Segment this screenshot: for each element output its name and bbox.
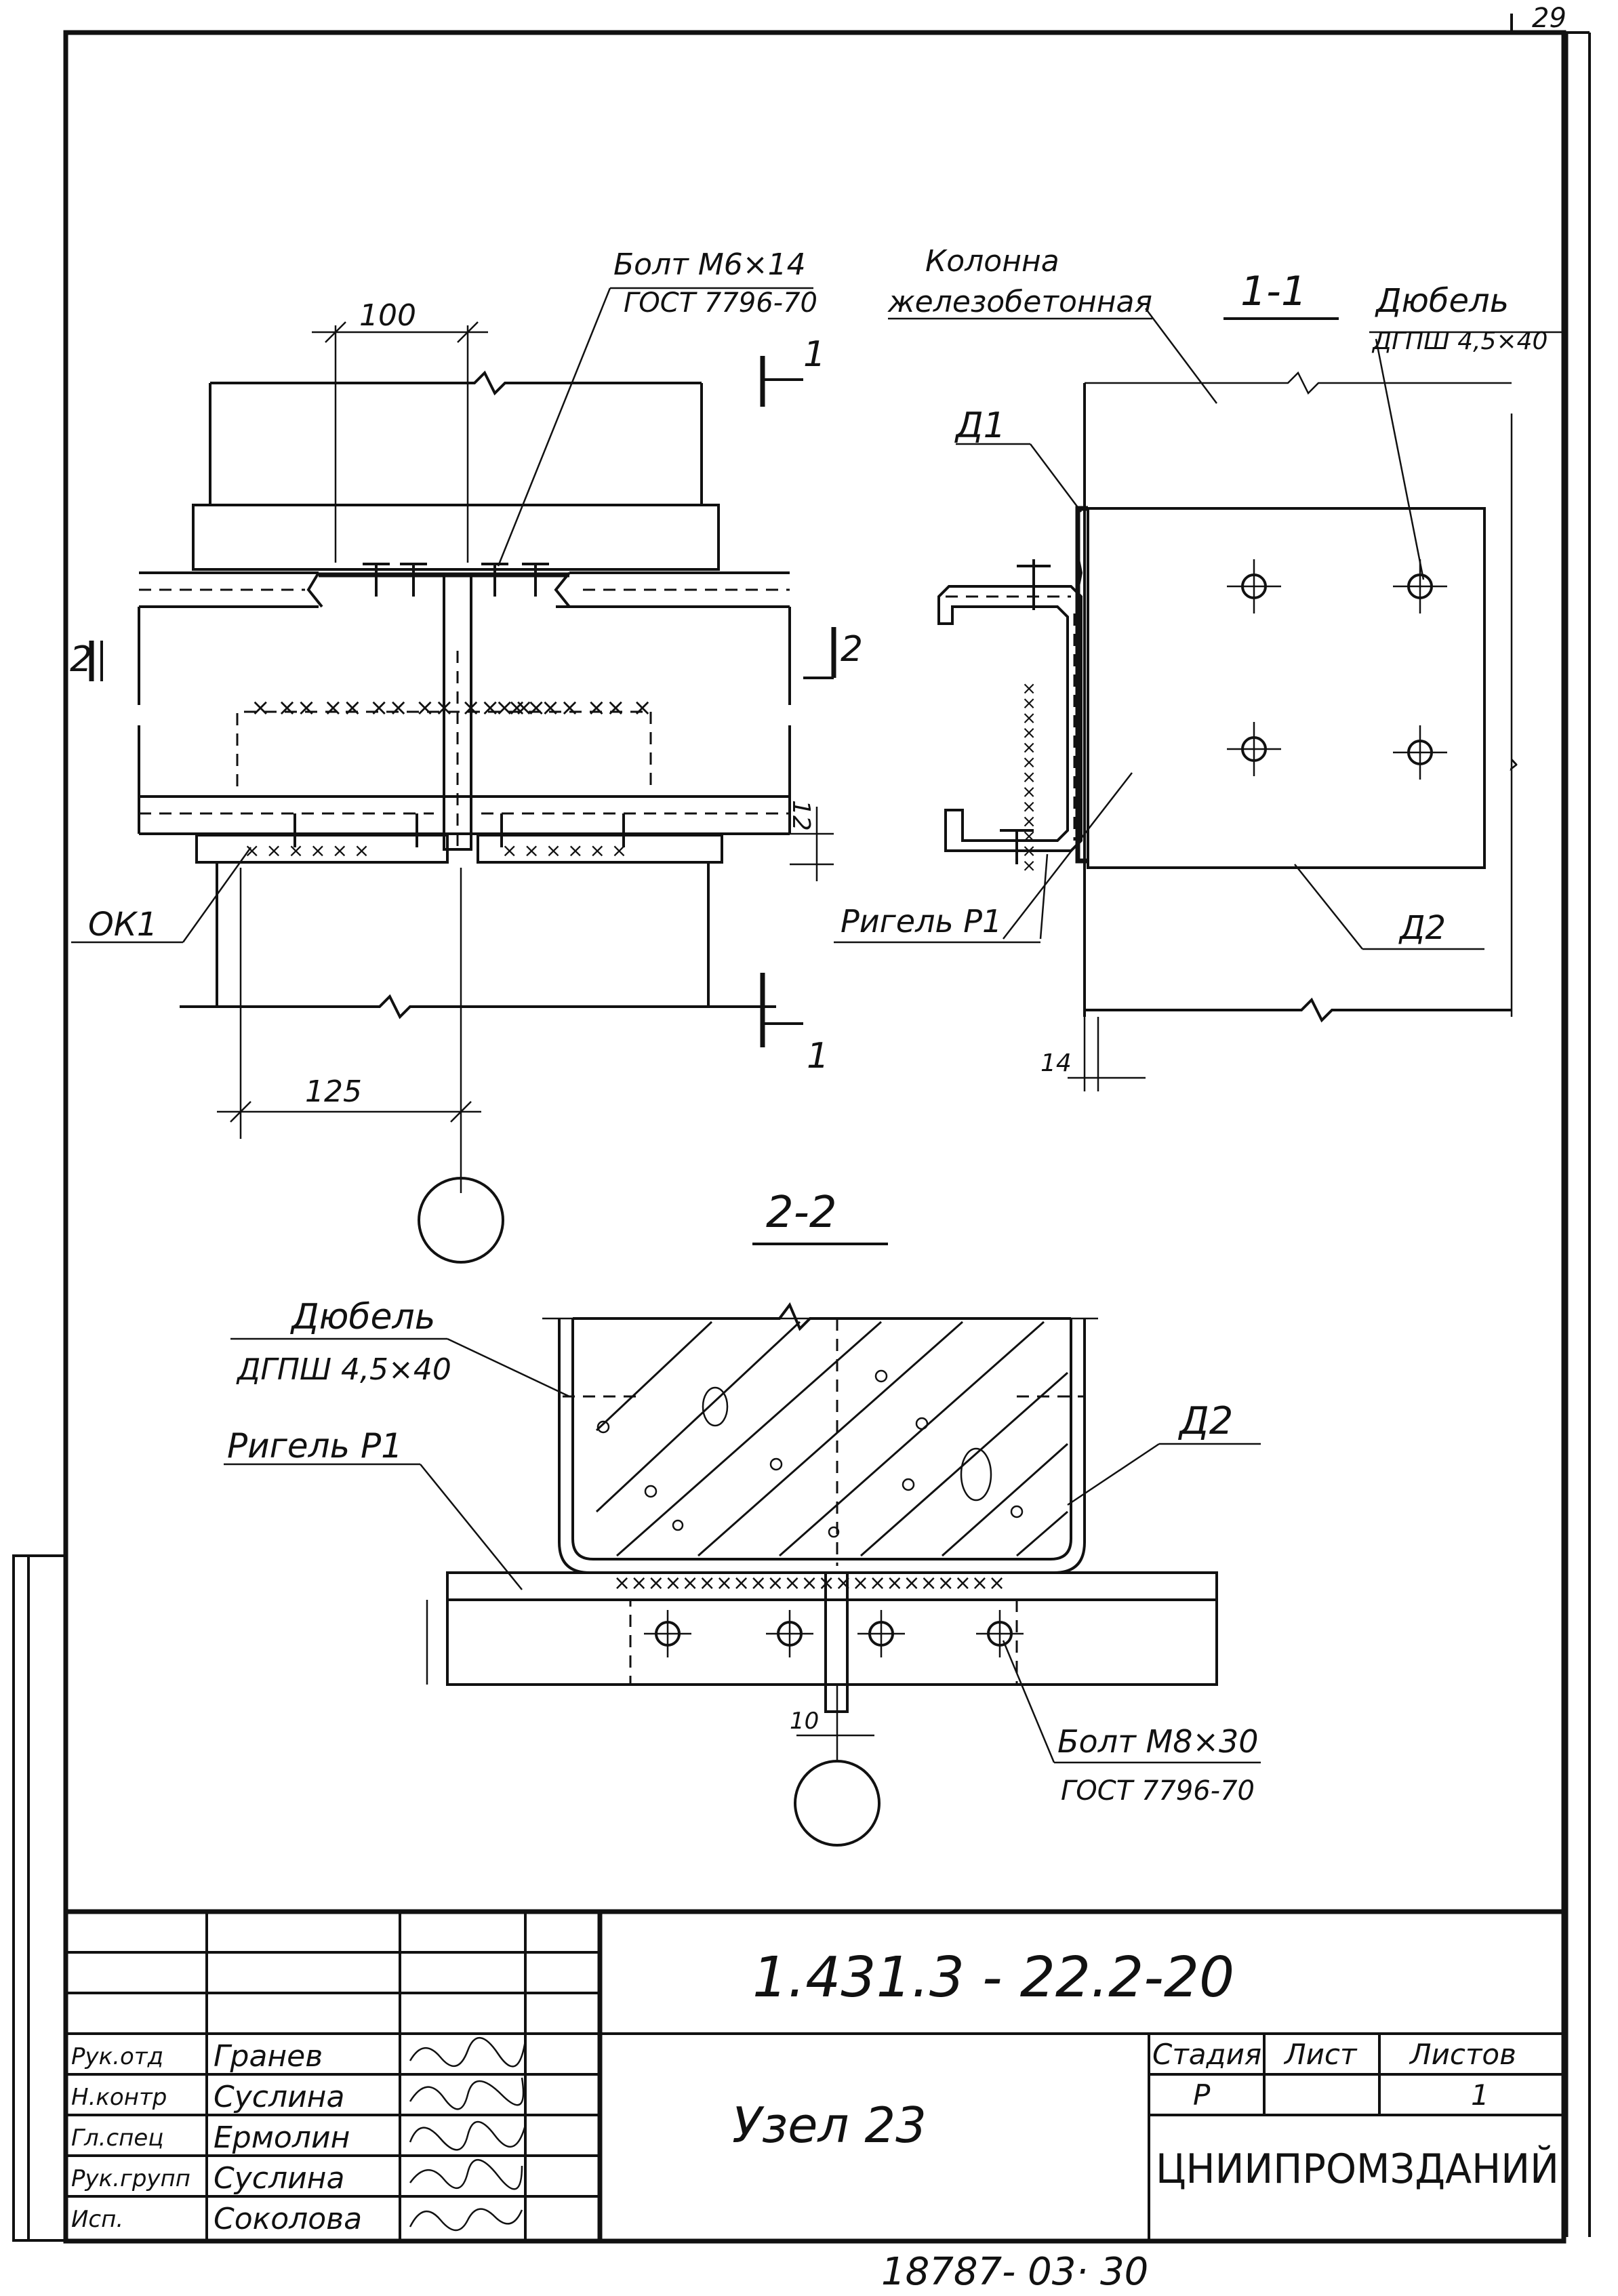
section-mark-2-right: 2 (841, 629, 863, 670)
dim-14: 14 (1040, 1049, 1072, 1077)
footer-code: 18787- 03· 30 (881, 2250, 1148, 2294)
label-d2-2-2: Д2 (1177, 1399, 1233, 1443)
dim-100: 100 (359, 298, 416, 333)
sheets-header: Листов (1409, 2038, 1516, 2071)
role-1: Н.контр (71, 2084, 167, 2111)
label-beam-2-2: Ригель Р1 (227, 1426, 403, 1466)
name-1: Суслина (214, 2080, 344, 2114)
weld-marks-bottom: × × × × × × (244, 839, 369, 862)
sheet-header: Лист (1283, 2038, 1358, 2071)
section-mark-2-left: 2 (70, 639, 92, 680)
dim-10: 10 (790, 1708, 819, 1735)
bolt-group-top (363, 563, 549, 597)
weld-marks-1-1: ××××××××××××× (1019, 681, 1039, 873)
section-mark-1-top: 1 (803, 334, 826, 375)
weld-marks-top-right: ×× ×× ×× × (495, 694, 652, 721)
elevation-view: × ×× ×× ×× ×× ×× ×× ×× ×× ×× × × × × × ×… (70, 247, 863, 1264)
bolt-label-1: Болт М6×14 (613, 247, 806, 282)
name-2: Ермолин (214, 2120, 350, 2155)
name-3: Суслина (214, 2161, 344, 2196)
stage-header: Стадия (1152, 2038, 1261, 2071)
break-mark: › (1508, 748, 1519, 780)
signature-4 (409, 2208, 523, 2232)
label-beam-1-1: Ригель Р1 (841, 903, 1002, 940)
dowel-label-2-2: ДГПШ 4,5×40 (236, 1352, 451, 1387)
dowel-holes (1227, 559, 1447, 780)
label-d1: Д1 (954, 405, 1006, 446)
role-2: Гл.спец (71, 2124, 163, 2152)
organization: ЦНИИПРОМЗДАНИЙ (1156, 2144, 1559, 2193)
doc-number: 1.431.3 - 22.2-20 (752, 1946, 1234, 2010)
grid-axis-circle (418, 1177, 504, 1264)
role-3: Рук.групп (71, 2165, 190, 2192)
page-number: 29 (1532, 3, 1566, 34)
grid-axis-circle-2 (794, 1760, 881, 1847)
signature-3 (409, 2158, 523, 2190)
bolt-label-2-2-2: ГОСТ 7796-70 (1061, 1775, 1255, 1807)
title-block (66, 1909, 1564, 2240)
bolts-2-2 (644, 1610, 1024, 1657)
section-1-1-title: 1-1 (1240, 268, 1307, 315)
name-0: Гранев (214, 2039, 323, 2074)
label-ok1: ОК1 (88, 906, 157, 944)
dim-12: 12 (787, 800, 815, 831)
signature-rows: Рук.отд Н.контр Гл.спец Рук.групп Исп. Г… (71, 2036, 527, 2236)
concrete-hatch (595, 1321, 1068, 1557)
weld-marks-top: × ×× ×× ×× ×× ×× ×× (251, 694, 546, 721)
bolt-label-2-2-1: Болт М8×30 (1057, 1723, 1259, 1760)
role-0: Рук.отд (71, 2043, 163, 2070)
name-4: Соколова (214, 2202, 362, 2236)
sheets-value: 1 (1471, 2078, 1489, 2112)
sheet-frame (12, 14, 1591, 2244)
dowel-label-1-1: Дюбель (1375, 282, 1509, 320)
signature-0 (409, 2036, 527, 2068)
section-mark-1-bottom: 1 (807, 1036, 829, 1076)
stage-value: Р (1193, 2078, 1211, 2112)
label-d2-1-1: Д2 (1398, 909, 1446, 947)
dowel-label-2-1: Дюбель (290, 1297, 435, 1337)
column-label-2: железобетонная (887, 285, 1152, 319)
column-label-1: Колонна (925, 244, 1059, 279)
section-2-2-view: 2-2 (224, 1188, 1261, 1847)
signature-1 (409, 2077, 525, 2110)
signature-2 (409, 2120, 527, 2151)
section-1-1-view: 1-1 › (834, 244, 1562, 1091)
weld-marks-bottom-right: × × × × × × (502, 839, 627, 862)
drawing-title: Узел 23 (732, 2097, 927, 2154)
role-4: Исп. (71, 2206, 123, 2233)
dim-125: 125 (305, 1074, 362, 1109)
bolt-label-2: ГОСТ 7796-70 (624, 287, 817, 319)
section-2-2-title: 2-2 (766, 1188, 837, 1238)
weld-marks-2-2: ××××××××××××××××××××××× (613, 1571, 1005, 1595)
